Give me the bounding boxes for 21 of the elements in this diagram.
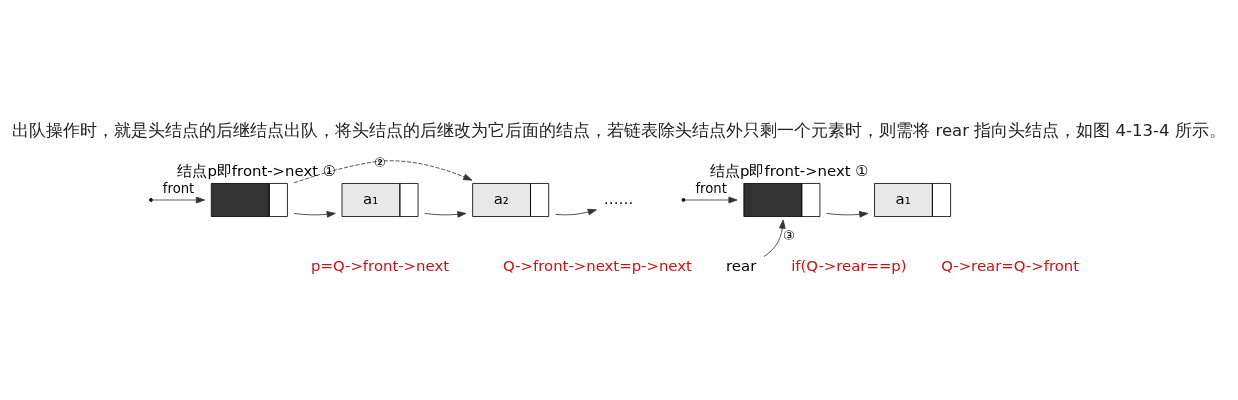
arrow bbox=[152, 196, 205, 204]
edge-label: ③ bbox=[783, 227, 795, 243]
node-text: …… bbox=[603, 189, 634, 208]
edge-label: ② bbox=[374, 154, 386, 170]
label: if(Q->rear==p) bbox=[791, 257, 907, 276]
arrow bbox=[684, 196, 738, 204]
arrow bbox=[763, 219, 786, 257]
arrow bbox=[293, 211, 336, 218]
node-label: 结点p即front->next ① bbox=[709, 161, 869, 180]
label: Q->front->next=p->next bbox=[503, 257, 692, 276]
edge-label: front bbox=[695, 181, 727, 197]
label: p=Q->front->next bbox=[311, 257, 450, 276]
arrow bbox=[293, 160, 473, 184]
label: 出队操作时，就是头结点的后继结点出队，将头结点的后继改为它后面的结点，若链表除头结点外只剩一个元素时，则需将 rear 指向头结点，如图 4-13-4 所示。 bbox=[12, 121, 1226, 141]
node-text: rear bbox=[726, 257, 757, 276]
arrow bbox=[826, 211, 869, 218]
edge-label: front bbox=[162, 181, 195, 197]
arrow bbox=[555, 208, 597, 216]
label: Q->rear=Q->front bbox=[941, 257, 1080, 276]
node-label: 结点p即front->next ① bbox=[177, 161, 337, 180]
arrow bbox=[424, 211, 467, 218]
